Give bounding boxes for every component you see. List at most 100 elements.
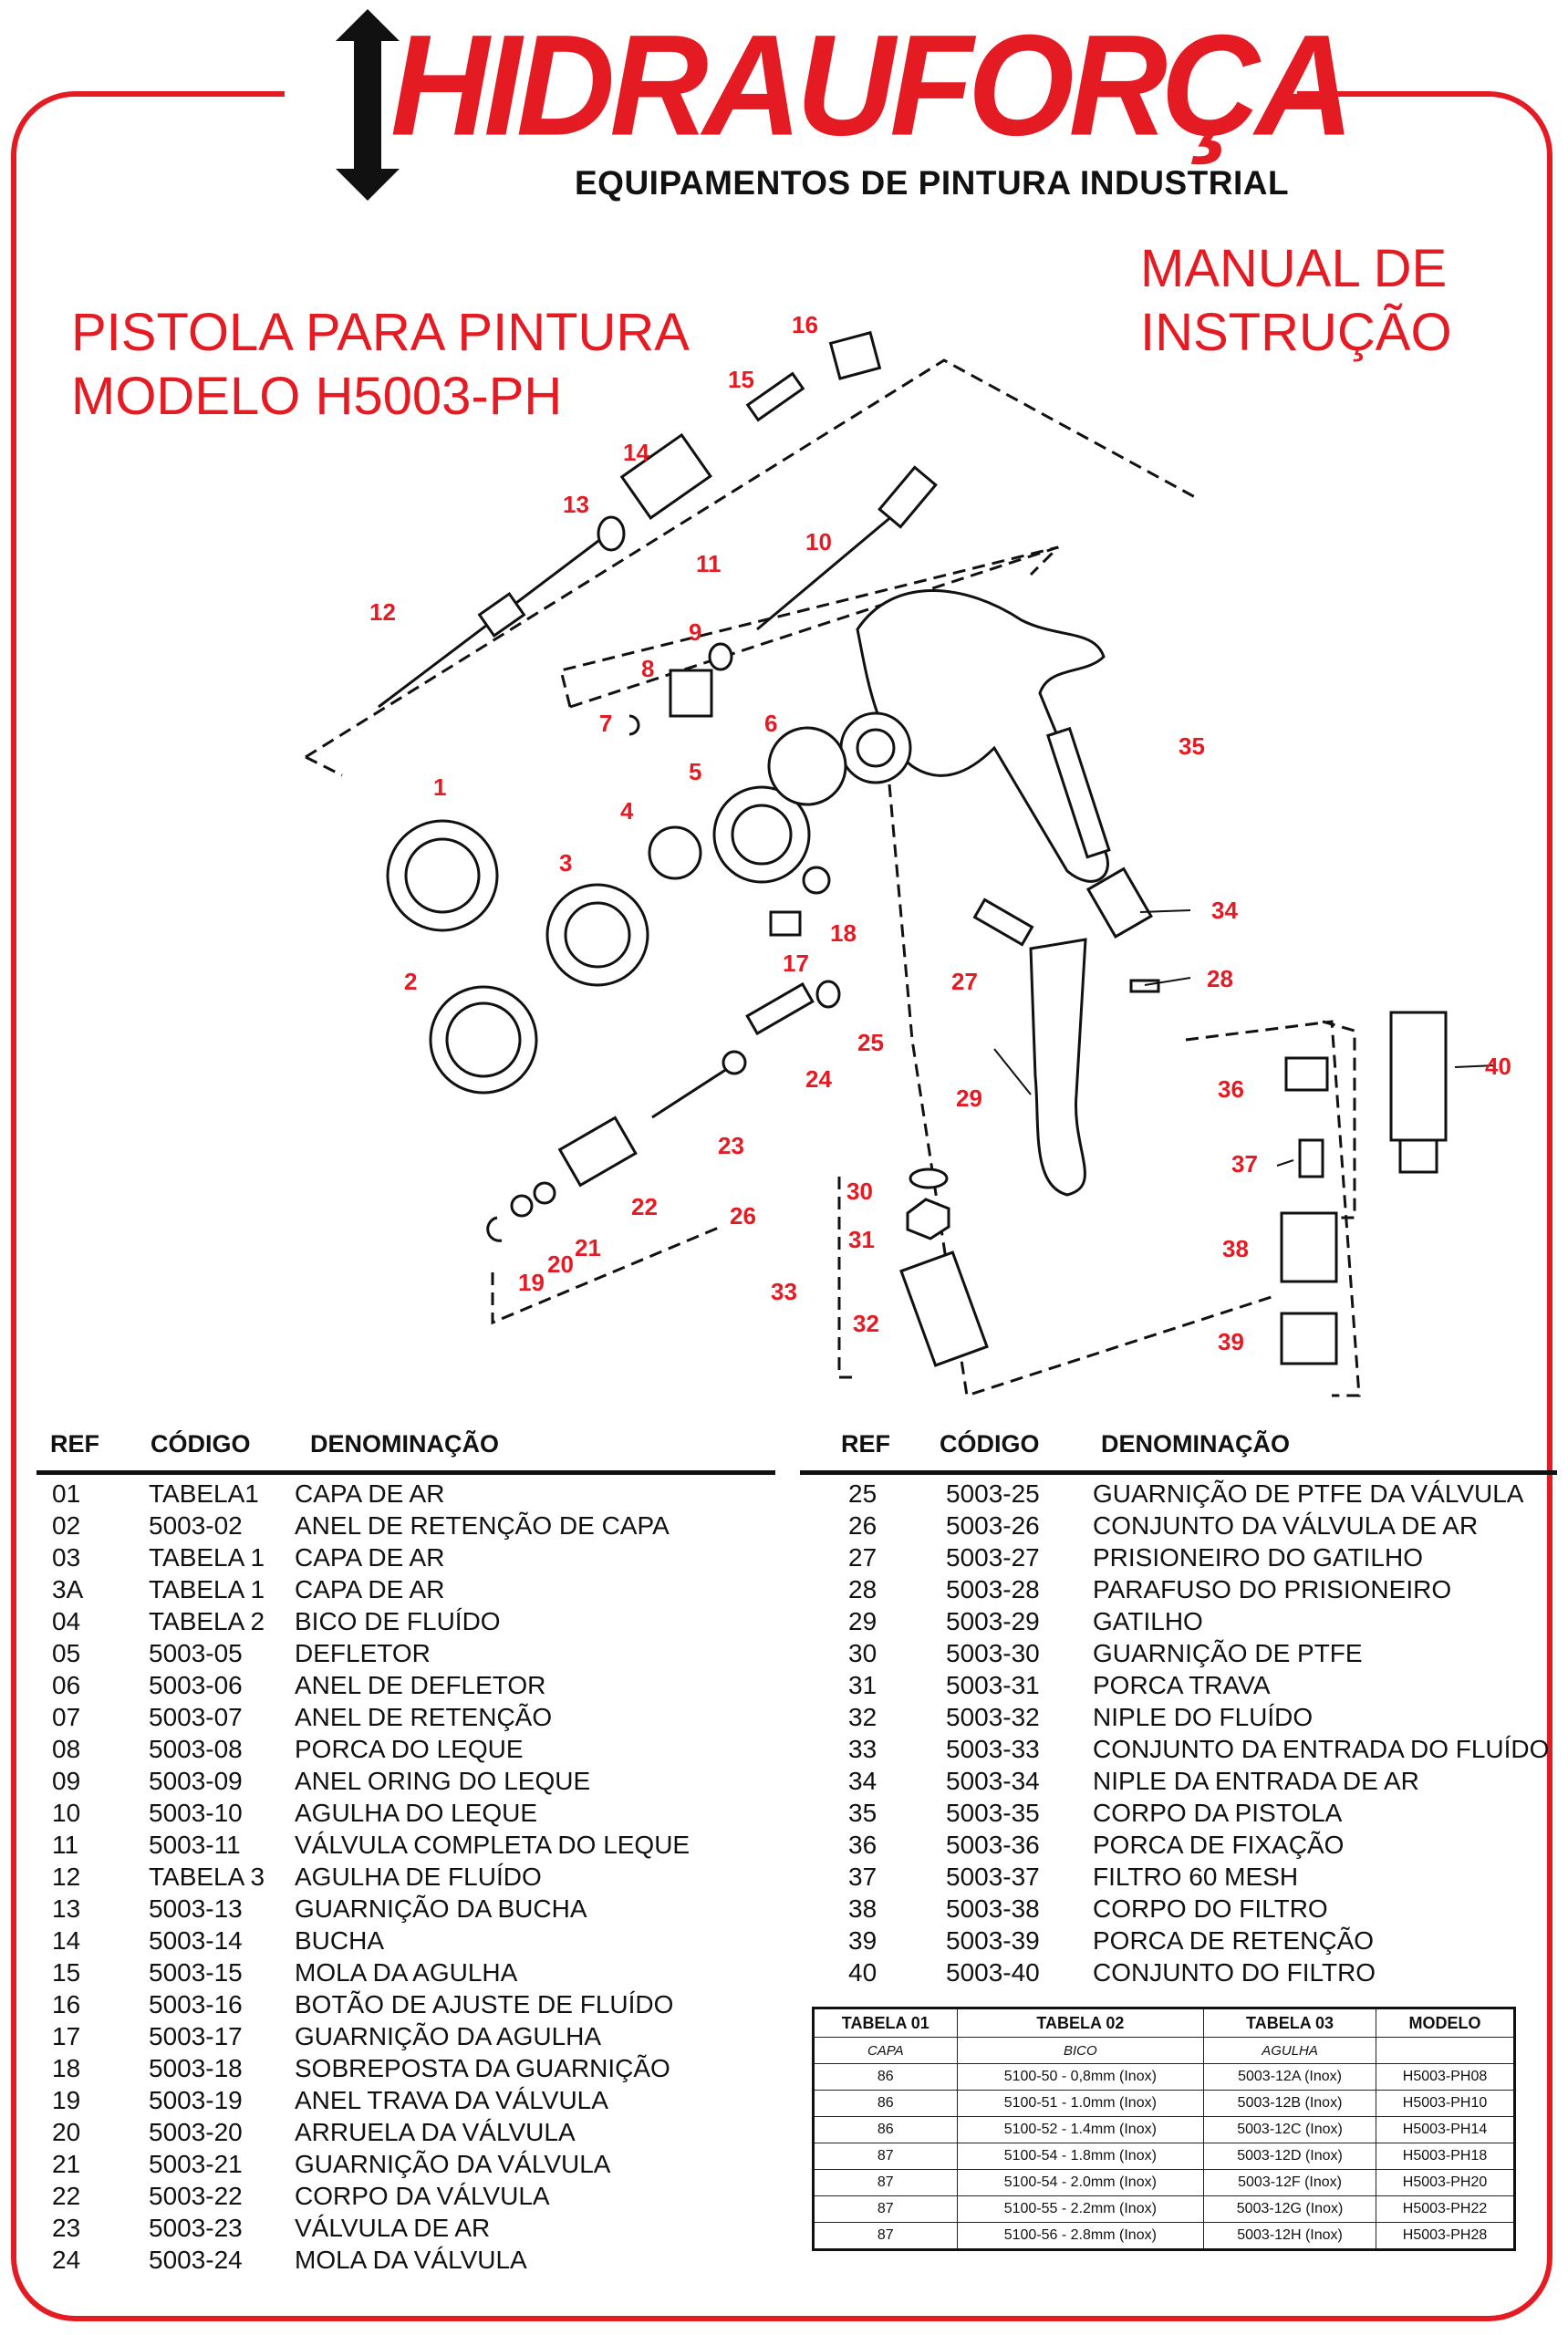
parts-code: 5003-39	[946, 1926, 1040, 1955]
col-header-ref-right: REF	[841, 1430, 890, 1458]
model-table-cell: 5003-12F (Inox)	[1203, 2169, 1377, 2196]
callout-20: 20	[547, 1251, 574, 1278]
model-table-cell: H5003-PH28	[1376, 2222, 1515, 2250]
callout-15: 15	[728, 366, 754, 393]
model-table-header-cell: TABELA 03	[1203, 2008, 1377, 2038]
parts-code: 5003-13	[149, 1894, 243, 1923]
model-table-cell: 5003-12G (Inox)	[1203, 2195, 1377, 2223]
callout-33: 33	[771, 1278, 797, 1305]
parts-code: 5003-21	[149, 2150, 243, 2178]
col-header-ref-left: REF	[50, 1430, 99, 1458]
parts-name: GUARNIÇÃO DE PTFE	[1093, 1639, 1363, 1667]
callout-26: 26	[730, 1202, 756, 1230]
callout-2: 2	[404, 968, 417, 995]
manual-title-line-1: MANUAL DE	[1140, 239, 1448, 298]
parts-ref: 09	[52, 1767, 81, 1795]
model-table-cell: 87	[813, 2222, 958, 2250]
parts-code: 5003-38	[946, 1894, 1040, 1923]
manual-title-line-2: INSTRUÇÃO	[1140, 303, 1452, 362]
parts-name: MOLA DA VÁLVULA	[295, 2246, 527, 2274]
parts-name: CAPA DE AR	[295, 1543, 445, 1572]
parts-ref: 16	[52, 1990, 81, 2018]
parts-ref: 11	[52, 1831, 79, 1859]
model-table-cell: H5003-PH18	[1376, 2143, 1515, 2170]
parts-name: GUARNIÇÃO DA AGULHA	[295, 2022, 602, 2050]
callout-24: 24	[805, 1065, 832, 1093]
parts-ref: 08	[52, 1735, 81, 1763]
parts-ref: 24	[52, 2246, 81, 2274]
callout-25: 25	[857, 1029, 884, 1056]
parts-name: NIPLE DO FLUÍDO	[1093, 1703, 1314, 1731]
manual-title: MANUAL DE INSTRUÇÃO	[1140, 237, 1452, 365]
parts-code: 5003-06	[149, 1671, 243, 1699]
parts-name: ANEL DE RETENÇÃO	[295, 1703, 553, 1731]
callout-22: 22	[631, 1193, 658, 1220]
model-table-cell: 5100-52 - 1.4mm (Inox)	[956, 2116, 1205, 2143]
parts-name: FILTRO 60 MESH	[1093, 1863, 1299, 1891]
callout-5: 5	[689, 758, 701, 785]
parts-code: 5003-27	[946, 1543, 1040, 1572]
parts-ref: 34	[848, 1767, 877, 1795]
parts-ref: 23	[52, 2214, 81, 2242]
model-table-cell: 5100-50 - 0,8mm (Inox)	[956, 2063, 1205, 2091]
callout-29: 29	[956, 1084, 982, 1112]
parts-ref: 36	[848, 1831, 877, 1859]
parts-name: BOTÃO DE AJUSTE DE FLUÍDO	[295, 1990, 674, 2018]
callout-36: 36	[1218, 1075, 1244, 1103]
callout-23: 23	[718, 1132, 744, 1159]
parts-ref: 25	[848, 1479, 877, 1508]
parts-ref: 03	[52, 1543, 81, 1572]
parts-name: BICO DE FLUÍDO	[295, 1607, 501, 1635]
parts-name: PORCA DE FIXAÇÃO	[1093, 1831, 1345, 1859]
parts-code: 5003-11	[149, 1831, 241, 1859]
model-table-subheader: CAPA BICO AGULHA	[813, 2037, 1515, 2064]
parts-ref: 10	[52, 1799, 81, 1827]
parts-name: SOBREPOSTA DA GUARNIÇÃO	[295, 2054, 670, 2082]
model-table-cell: H5003-PH10	[1376, 2090, 1515, 2117]
parts-code: 5003-29	[946, 1607, 1040, 1635]
parts-name: CORPO DO FILTRO	[1093, 1894, 1328, 1923]
model-table-cell: 86	[813, 2090, 958, 2117]
parts-ref: 22	[52, 2182, 81, 2210]
callout-13: 13	[563, 491, 589, 518]
callout-39: 39	[1218, 1328, 1244, 1355]
model-table-subheader-cell	[1376, 2037, 1515, 2064]
callout-18: 18	[830, 919, 857, 947]
parts-ref: 05	[52, 1639, 81, 1667]
parts-name: CONJUNTO DA ENTRADA DO FLUÍDO	[1093, 1735, 1550, 1763]
parts-ref: 15	[52, 1958, 81, 1987]
parts-name: GUARNIÇÃO DE PTFE DA VÁLVULA	[1093, 1479, 1524, 1508]
col-header-name-right: DENOMINAÇÃO	[1101, 1430, 1290, 1458]
parts-code: 5003-36	[946, 1831, 1040, 1859]
parts-ref: 40	[848, 1958, 877, 1987]
callout-14: 14	[623, 439, 649, 466]
callout-9: 9	[689, 618, 701, 646]
parts-code: 5003-34	[946, 1767, 1040, 1795]
callout-32: 32	[853, 1310, 879, 1337]
parts-code: 5003-30	[946, 1639, 1040, 1667]
callout-38: 38	[1222, 1235, 1249, 1262]
page-border	[11, 155, 1552, 2321]
parts-ref: 33	[848, 1735, 877, 1763]
model-table-cell: 5100-51 - 1.0mm (Inox)	[956, 2090, 1205, 2117]
parts-ref: 32	[848, 1703, 877, 1731]
parts-name: PORCA TRAVA	[1093, 1671, 1271, 1699]
parts-name: ANEL DE RETENÇÃO DE CAPA	[295, 1511, 670, 1540]
parts-ref: 02	[52, 1511, 81, 1540]
model-table-header-cell: MODELO	[1376, 2008, 1515, 2038]
parts-code: 5003-02	[149, 1511, 243, 1540]
header-rule-left	[36, 1470, 775, 1475]
parts-ref: 12	[52, 1863, 81, 1891]
parts-code: 5003-14	[149, 1926, 243, 1955]
parts-ref: 06	[52, 1671, 81, 1699]
model-table-cell: 86	[813, 2116, 958, 2143]
model-table: TABELA 01 TABELA 02 TABELA 03 MODELO CAP…	[812, 2007, 1516, 2251]
callout-12: 12	[369, 598, 396, 626]
model-table-cell: 5003-12B (Inox)	[1203, 2090, 1377, 2117]
parts-name: ANEL TRAVA DA VÁLVULA	[295, 2086, 608, 2114]
parts-name: CORPO DA VÁLVULA	[295, 2182, 550, 2210]
model-table-header: TABELA 01 TABELA 02 TABELA 03 MODELO	[813, 2008, 1515, 2038]
parts-ref: 29	[848, 1607, 877, 1635]
